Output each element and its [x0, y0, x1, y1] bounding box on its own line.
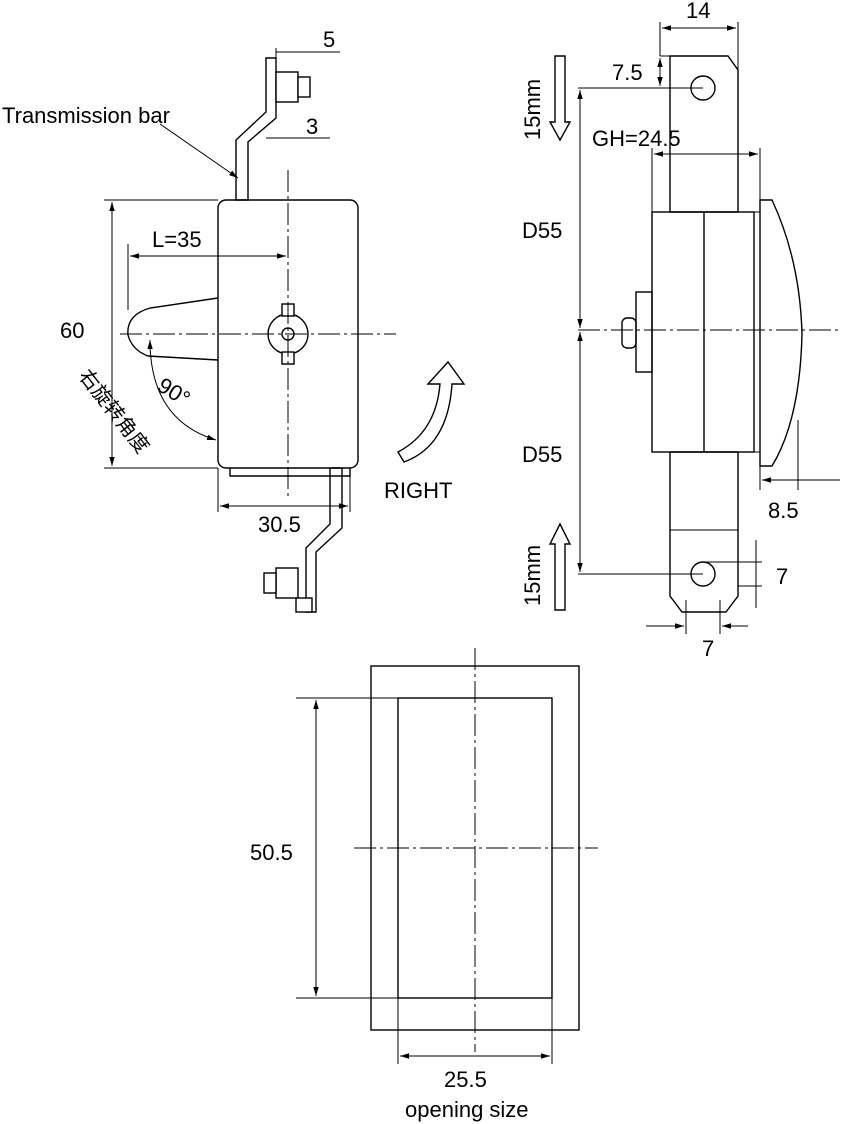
transmission-bar-bottom	[305, 467, 343, 613]
dim-30-5-label: 30.5	[258, 512, 301, 537]
side-view	[548, 22, 840, 634]
bolt-nut-bottom	[263, 572, 277, 594]
knob-head	[621, 317, 637, 349]
bottom-tab	[669, 451, 739, 613]
angle-label: 90°	[153, 372, 194, 411]
dim-15mm-top-label: 15mm	[520, 79, 545, 140]
bottom-cap	[229, 468, 351, 477]
dim-d55-bottom-label: D55	[522, 442, 562, 467]
dim-7-bottom-label: 7	[702, 636, 714, 661]
right-label: RIGHT	[384, 478, 452, 503]
bolt-head-bottom	[275, 567, 299, 599]
curved-arrow-icon	[397, 360, 466, 463]
side-body	[651, 211, 755, 453]
knob-base	[635, 291, 653, 373]
opening-view	[296, 648, 598, 1064]
arrow-up-15mm	[548, 522, 572, 611]
bolt-head-top	[275, 71, 299, 103]
dim-60-label: 60	[60, 318, 84, 343]
dim-d55-top-label: D55	[522, 218, 562, 243]
right-rotation-arrow	[397, 360, 466, 463]
bolt-nut-top	[297, 76, 311, 98]
dim-15mm-bottom-label: 15mm	[520, 545, 545, 606]
front-view	[104, 48, 396, 613]
transmission-bar-top	[235, 57, 277, 201]
bolt-end-bottom	[295, 597, 313, 613]
dim-50-5-label: 50.5	[250, 840, 293, 865]
transmission-bar-leader	[159, 123, 239, 179]
dim-l35-label: L=35	[152, 227, 202, 252]
dim-14-label: 14	[686, 0, 710, 23]
rotation-cn-label: 右旋转角度	[74, 364, 154, 458]
opening-size-label: opening size	[405, 1097, 529, 1122]
dim-5-label: 5	[323, 27, 335, 52]
dim-7-right-label: 7	[776, 564, 788, 589]
dim-8-5-label: 8.5	[768, 498, 799, 523]
dim-7-5-label: 7.5	[612, 60, 643, 85]
rotation-arc	[147, 339, 217, 441]
gh-label: GH=24.5	[592, 126, 681, 151]
dim-3-label: 3	[306, 114, 318, 139]
front-cover	[759, 199, 803, 467]
transmission-bar-label: Transmission bar	[2, 103, 170, 128]
top-tab	[669, 55, 739, 213]
handle	[127, 297, 219, 361]
dim-25-5-label: 25.5	[444, 1067, 487, 1092]
arrow-down-15mm	[548, 55, 572, 142]
